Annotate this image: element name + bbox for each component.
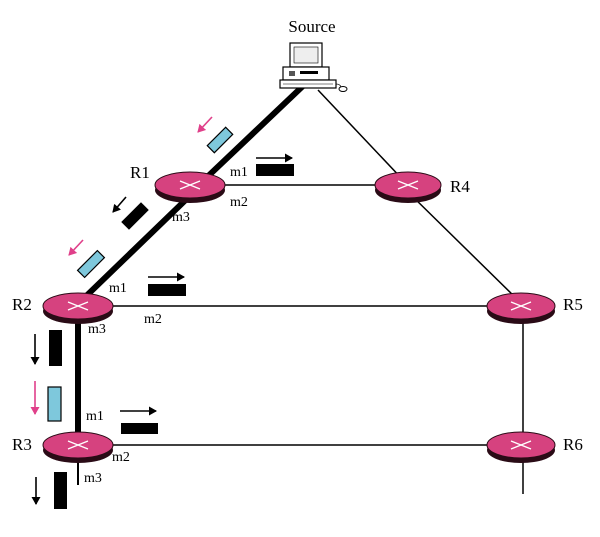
arrow-down-left-icon [112, 196, 127, 213]
router-r5 [486, 292, 556, 324]
magenta-arrow-icon [68, 239, 84, 256]
router-r3 [42, 431, 114, 463]
router-label-r2: R2 [12, 295, 32, 314]
router-cross-icon [67, 301, 89, 311]
packet-r1-r2 [68, 239, 106, 279]
packet-r2-r3 [30, 381, 62, 422]
port-label-r3-m3: m3 [84, 471, 102, 486]
router-label-r5: R5 [563, 295, 583, 314]
router-cross-icon [510, 440, 532, 450]
port-label-r2-m1: m1 [109, 281, 127, 296]
router-label-r6: R6 [563, 435, 583, 454]
tree-r1-r2 [77, 185, 201, 305]
thin-links [78, 89, 524, 494]
router-cross-icon [397, 180, 419, 190]
packet-source-r1 [197, 116, 234, 154]
packet-r3-m1 [120, 406, 158, 434]
port-label-r1-m3: m3 [172, 210, 190, 225]
packet-r2-m1 [148, 272, 186, 296]
link-r4-r5 [407, 191, 521, 303]
packet-r1-m1 [256, 153, 294, 176]
link-source-r4 [317, 89, 406, 183]
multicast-tree [75, 82, 307, 445]
router-cross-icon [67, 440, 89, 450]
router-r2 [42, 292, 114, 324]
router-label-r4: R4 [450, 177, 470, 196]
port-label-r3-m2: m2 [112, 450, 130, 465]
port-label-r2-m2: m2 [144, 312, 162, 327]
router-cross-icon [510, 301, 532, 311]
tree-source-r1 [201, 82, 307, 183]
port-label-r3-m1: m1 [86, 409, 104, 424]
router-r1 [154, 171, 226, 203]
packet-r1-m3 [112, 196, 149, 230]
router-r4 [374, 171, 442, 203]
port-label-r1-m2: m2 [230, 195, 248, 210]
packet-r2-m3 [30, 330, 62, 366]
router-r6 [486, 431, 556, 463]
magenta-arrow-icon [197, 116, 213, 133]
source-label: Source [288, 17, 335, 36]
source-computer-icon [279, 42, 348, 92]
router-label-r1: R1 [130, 163, 150, 182]
router-cross-icon [179, 180, 201, 190]
port-label-r2-m3: m3 [88, 322, 106, 337]
router-label-r3: R3 [12, 435, 32, 454]
port-label-r1-m1: m1 [230, 165, 248, 180]
packet-r3-m3 [31, 472, 67, 509]
